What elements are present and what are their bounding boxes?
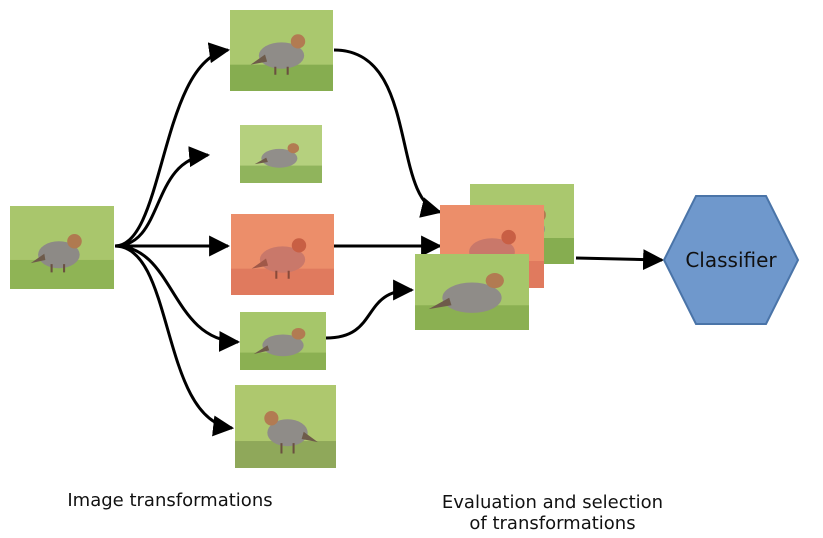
arrow-transform1-to-stack [333, 48, 443, 218]
transform-image-2 [240, 125, 322, 183]
right-caption-line1: Evaluation and selection [441, 492, 664, 513]
source-image [10, 206, 114, 289]
partridge-photo-icon [231, 214, 334, 295]
right-caption-line2: of transformations [469, 513, 636, 534]
partridge-photo-icon [415, 254, 529, 330]
transform-image-5 [235, 385, 336, 468]
arrow-to-transform-1 [114, 42, 231, 248]
partridge-photo-icon [235, 385, 336, 468]
transform-image-3 [231, 214, 334, 295]
arrow-transform4-to-stack [325, 279, 415, 340]
partridge-photo-icon [10, 206, 114, 289]
left-caption: Image transformations [67, 490, 273, 511]
arrow-to-transform-4 [114, 244, 241, 352]
arrow-stack-to-classifier [575, 249, 665, 271]
transform-image-1 [230, 10, 333, 91]
arrow-to-transform-2 [114, 146, 211, 248]
partridge-photo-icon [230, 10, 333, 91]
partridge-photo-icon [240, 312, 326, 370]
classifier-node: Classifier [662, 194, 800, 326]
arrow-to-transform-5 [114, 244, 235, 437]
selected-image-front [415, 254, 529, 330]
hexagon-shape [662, 195, 800, 325]
transform-image-4 [240, 312, 326, 370]
classifier-label: Classifier [685, 248, 777, 272]
partridge-photo-icon [240, 125, 322, 183]
